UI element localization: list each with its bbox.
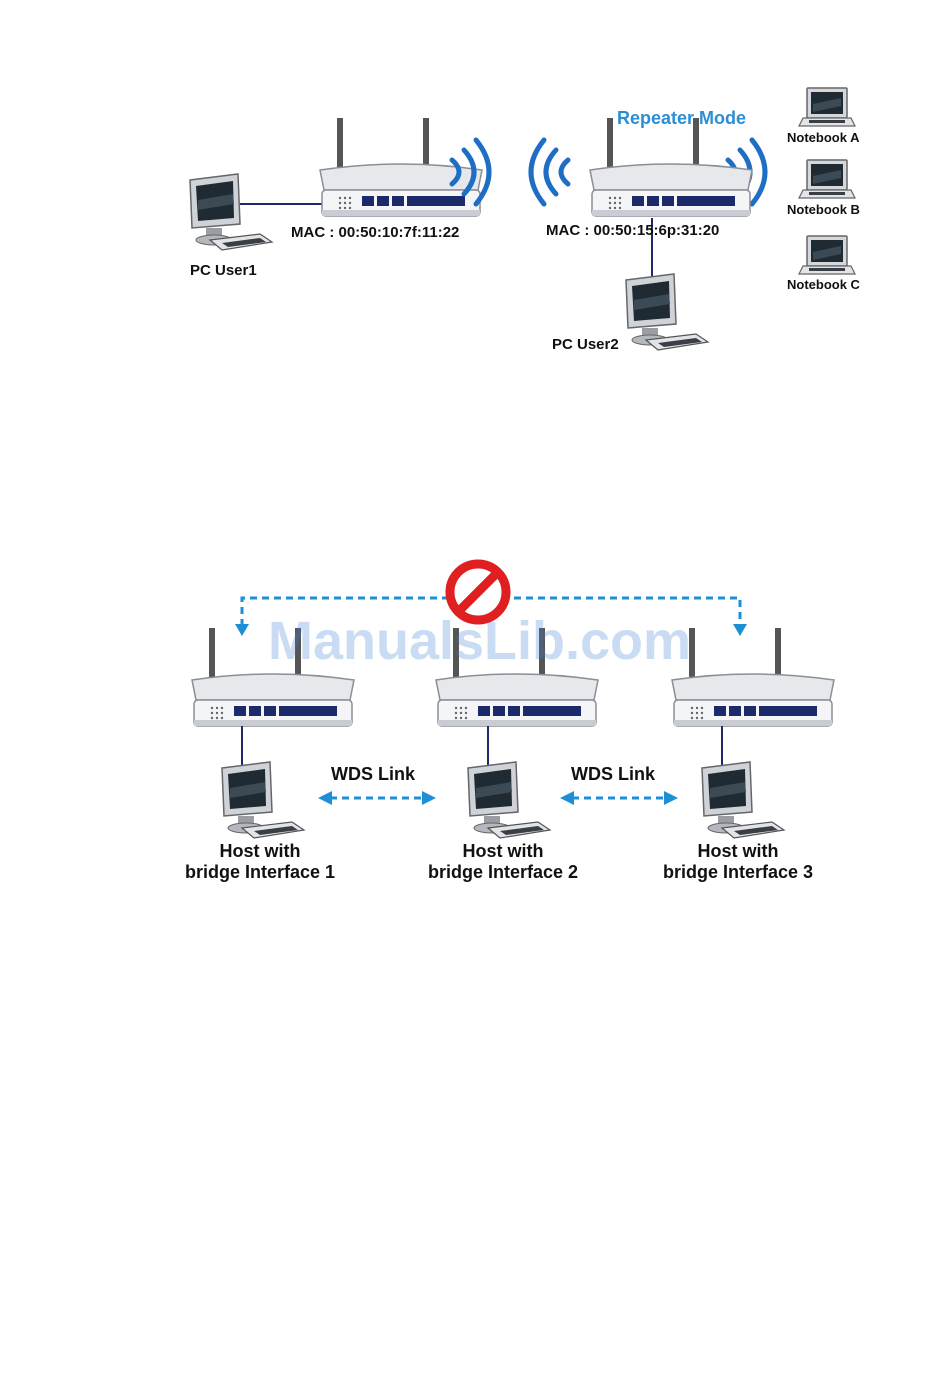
host1-label-line1: Host with xyxy=(160,841,360,862)
diagram-repeater-mode xyxy=(190,88,855,350)
host1-label-line2: bridge Interface 1 xyxy=(160,862,360,883)
wifi-waves-router2-left-icon xyxy=(531,140,568,204)
mac-address-2-label: MAC : 00:50:15:6p:31:20 xyxy=(546,222,719,239)
wds-link-label-1: WDS Link xyxy=(331,764,415,785)
mac-address-1-label: MAC : 00:50:10:7f:11:22 xyxy=(291,224,459,241)
host-bridge1-icon xyxy=(222,762,304,838)
host2-label: Host with bridge Interface 2 xyxy=(403,841,603,883)
repeater-mode-label: Repeater Mode xyxy=(617,108,746,129)
host3-label-line2: bridge Interface 3 xyxy=(638,862,838,883)
notebook-c-icon xyxy=(799,236,855,274)
pc-user2-label: PC User2 xyxy=(552,336,619,353)
host2-label-line2: bridge Interface 2 xyxy=(403,862,603,883)
blocked-link-arrow-right-icon xyxy=(733,624,747,636)
host2-label-line1: Host with xyxy=(403,841,603,862)
notebook-a-label: Notebook A xyxy=(787,130,859,145)
wds-link-arrow-1-icon xyxy=(318,791,436,805)
wds-link-arrow-2-icon xyxy=(560,791,678,805)
pc-user2-icon xyxy=(626,274,708,350)
wds-link-label-2: WDS Link xyxy=(571,764,655,785)
notebook-c-label: Notebook C xyxy=(787,277,860,292)
router2-icon xyxy=(590,118,752,216)
diagram-wds-bridge xyxy=(192,564,834,838)
pc-user1-icon xyxy=(190,174,272,250)
host1-label: Host with bridge Interface 1 xyxy=(160,841,360,883)
pc-user1-label: PC User1 xyxy=(190,262,257,279)
host3-label: Host with bridge Interface 3 xyxy=(638,841,838,883)
host-bridge2-icon xyxy=(468,762,550,838)
notebook-b-icon xyxy=(799,160,855,198)
notebook-b-label: Notebook B xyxy=(787,202,860,217)
host-bridge3-icon xyxy=(702,762,784,838)
blocked-link-arrow-left-icon xyxy=(235,624,249,636)
watermark-text: ManualsLib.com xyxy=(268,610,691,672)
notebook-a-icon xyxy=(799,88,855,126)
host3-label-line1: Host with xyxy=(638,841,838,862)
router-bridge3-icon xyxy=(672,628,834,726)
